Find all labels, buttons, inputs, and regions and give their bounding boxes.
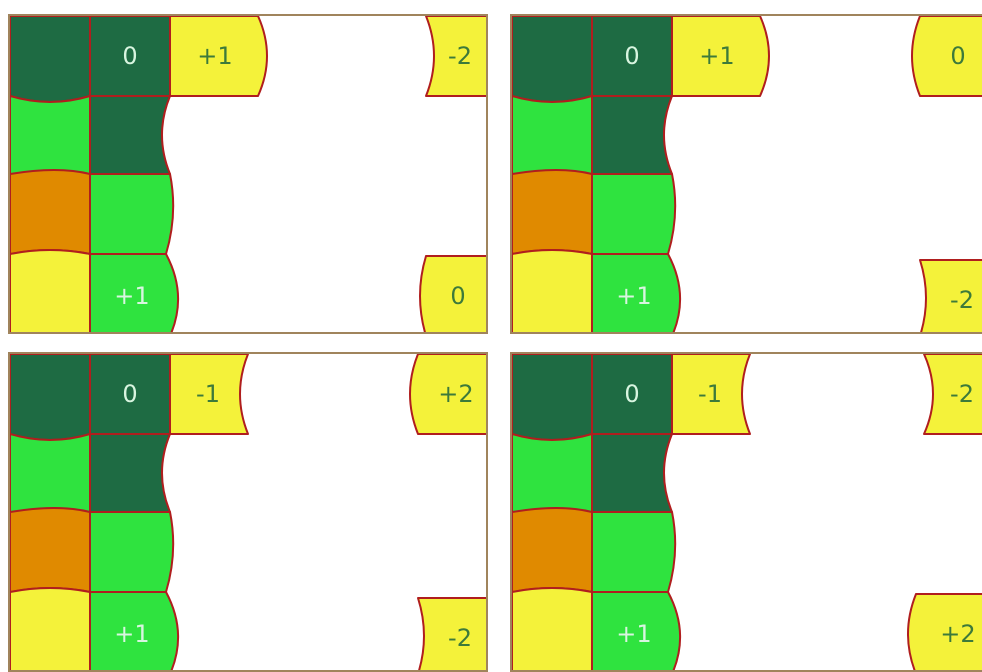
corner-tile-top[interactable] [912, 16, 982, 96]
col-b-top-label: 0 [122, 42, 137, 70]
puzzle-panel-bottom-right: 0 +1 -1 -2 +2 [510, 352, 982, 672]
col-b-top-label: 0 [122, 380, 137, 408]
tile-col-a-row2[interactable] [512, 434, 592, 512]
tile-col-b-row2[interactable] [90, 434, 170, 512]
tile-col-a-row1[interactable] [512, 354, 592, 440]
tile-col-b-row2[interactable] [592, 96, 672, 174]
tile-col-a-row3[interactable] [512, 170, 592, 254]
puzzle-panel-bottom-left: 0 +1 -1 +2 -2 [8, 352, 488, 672]
col-b-bottom-label: +1 [616, 282, 651, 310]
puzzle-panel-top-left: 0 +1 +1 -2 0 [8, 14, 488, 334]
tile-col-b-row3[interactable] [90, 512, 173, 592]
tile-col-a-row4[interactable] [512, 250, 592, 334]
tile-col-a-row1[interactable] [10, 16, 90, 102]
tile-col-a-row2[interactable] [10, 434, 90, 512]
edge-tile-label: -1 [698, 380, 722, 408]
tile-col-b-row3[interactable] [90, 174, 173, 254]
tile-col-a-row1[interactable] [512, 16, 592, 102]
tile-col-a-row1[interactable] [10, 354, 90, 440]
tile-col-b-row2[interactable] [90, 96, 170, 174]
tile-col-a-row3[interactable] [10, 508, 90, 592]
tile-col-a-row2[interactable] [512, 96, 592, 174]
col-b-bottom-label: +1 [114, 282, 149, 310]
tile-col-a-row3[interactable] [10, 170, 90, 254]
corner-top-label: 0 [950, 42, 965, 70]
edge-tile-label: -1 [196, 380, 220, 408]
corner-bottom-label: +2 [940, 620, 975, 648]
tile-col-b-row2[interactable] [592, 434, 672, 512]
edge-tile-label: +1 [699, 42, 734, 70]
corner-bottom-label: -2 [448, 624, 472, 652]
corner-top-label: -2 [950, 380, 974, 408]
col-b-bottom-label: +1 [114, 620, 149, 648]
corner-top-label: +2 [438, 380, 473, 408]
tile-col-a-row3[interactable] [512, 508, 592, 592]
puzzle-panel-top-right: 0 +1 +1 0 -2 [510, 14, 982, 334]
tile-col-b-row3[interactable] [592, 512, 675, 592]
tile-col-b-row3[interactable] [592, 174, 675, 254]
tile-col-a-row4[interactable] [512, 588, 592, 672]
tile-col-a-row4[interactable] [10, 588, 90, 672]
col-b-top-label: 0 [624, 42, 639, 70]
tile-col-a-row2[interactable] [10, 96, 90, 174]
col-b-top-label: 0 [624, 380, 639, 408]
corner-bottom-label: -2 [950, 286, 974, 314]
col-b-bottom-label: +1 [616, 620, 651, 648]
corner-bottom-label: 0 [450, 282, 465, 310]
corner-top-label: -2 [448, 42, 472, 70]
edge-tile-label: +1 [197, 42, 232, 70]
tile-col-a-row4[interactable] [10, 250, 90, 334]
